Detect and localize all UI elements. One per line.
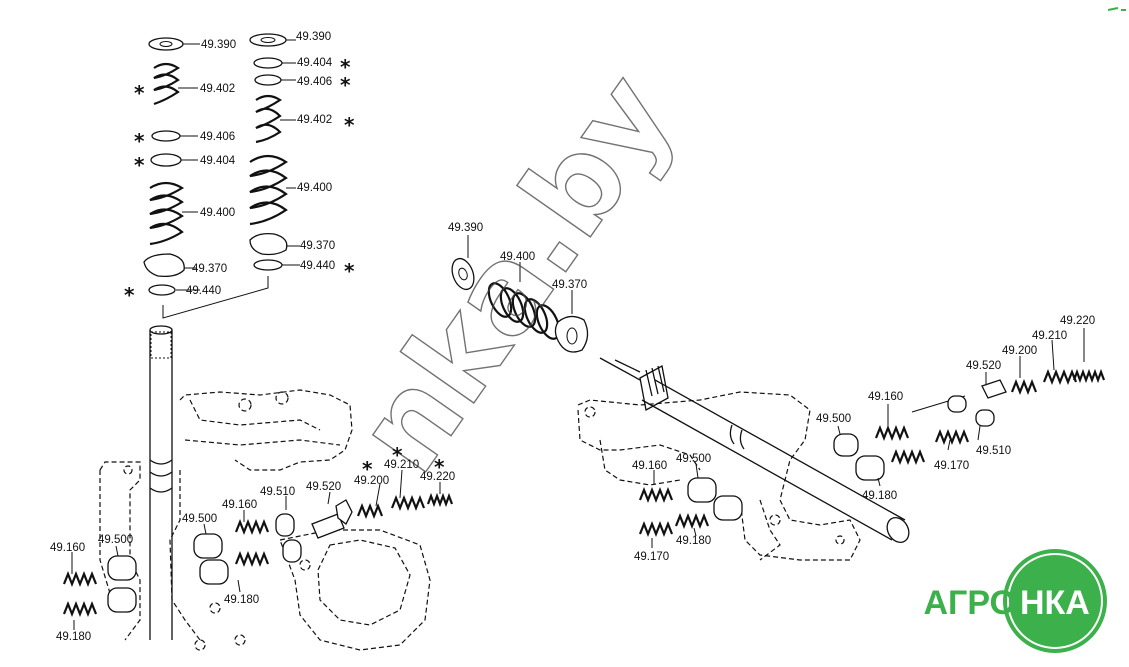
label-49-160-left-a: 49.160 [222, 499, 257, 511]
right-housing-outline [577, 391, 861, 561]
marker-star: * [434, 455, 445, 479]
corner-mark [1107, 7, 1126, 11]
label-49-440-left: 49.440 [186, 285, 221, 297]
label-49-400-left: 49.400 [200, 207, 235, 219]
left-bottom-components [62, 469, 454, 630]
marker-star: * [340, 55, 351, 79]
left-stack-leaders [176, 43, 200, 291]
middle-spring-assembly [451, 235, 589, 353]
marker-star: * [392, 443, 403, 467]
washer-49-390-left [148, 37, 184, 51]
left-vertical-shaft [149, 325, 173, 640]
watermark-text: nka.by [330, 50, 700, 496]
label-49-370-left: 49.370 [192, 263, 227, 275]
left-housing-outline [99, 389, 431, 651]
label-49-520-left: 49.520 [306, 481, 341, 493]
marker-star: * [362, 457, 373, 481]
label-49-180-right-a: 49.180 [862, 490, 897, 502]
label-49-370-mid: 49.370 [552, 279, 587, 291]
label-49-500-left-a: 49.500 [182, 513, 217, 525]
label-49-180-left-b: 49.180 [56, 631, 91, 643]
logo-text-left: АГРО [923, 584, 1016, 622]
marker-star: * [340, 73, 351, 97]
label-49-370-right: 49.370 [300, 240, 335, 252]
label-49-404-left: 49.404 [200, 155, 236, 167]
label-49-210-left: 49.210 [384, 459, 419, 471]
label-49-402-right: 49.402 [297, 114, 332, 126]
marker-star: * [124, 283, 135, 307]
label-49-400-mid: 49.400 [500, 251, 535, 263]
marker-star: * [344, 113, 355, 137]
label-49-500-left-b: 49.500 [98, 534, 133, 546]
label-49-520-right: 49.520 [966, 360, 1001, 372]
right-horizontal-shaft [599, 357, 966, 543]
left-spring-stack [143, 37, 269, 319]
label-49-390-mid: 49.390 [448, 222, 483, 234]
label-49-406-left: 49.406 [200, 131, 235, 143]
label-49-400-right: 49.400 [297, 182, 332, 194]
label-49-500-right-a: 49.500 [816, 413, 851, 425]
label-49-390-right: 49.390 [296, 31, 331, 43]
label-49-160-left-b: 49.160 [50, 542, 85, 554]
label-49-500-right-b: 49.500 [676, 453, 711, 465]
label-49-170-right-b: 49.170 [634, 551, 669, 563]
marker-star: * [134, 153, 145, 177]
agronka-logo: АГРО НКА [923, 549, 1107, 653]
label-49-510-right: 49.510 [976, 445, 1011, 457]
logo-circle [1003, 549, 1107, 653]
label-49-440-right: 49.440 [300, 260, 335, 272]
label-49-402-left: 49.402 [200, 83, 235, 95]
label-49-404-right: 49.404 [297, 57, 333, 69]
label-49-220-left: 49.220 [420, 471, 455, 483]
right-bottom-components [638, 328, 1106, 548]
label-49-200-left: 49.200 [354, 475, 389, 487]
label-49-160-right-a: 49.160 [868, 391, 903, 403]
logo-text-right: НКА [1020, 584, 1090, 622]
marker-star: * [134, 81, 145, 105]
label-49-170-right-a: 49.170 [934, 460, 969, 472]
label-49-510-left: 49.510 [260, 486, 295, 498]
right-spring-stack [249, 33, 300, 271]
label-49-180-right-b: 49.180 [676, 535, 711, 547]
label-49-220-right: 49.220 [1060, 315, 1095, 327]
label-49-180-left-a: 49.180 [224, 594, 259, 606]
label-49-160-right-b: 49.160 [632, 460, 667, 472]
label-49-200-right: 49.200 [1002, 345, 1037, 357]
label-49-406-right: 49.406 [297, 76, 332, 88]
label-49-390-left: 49.390 [201, 39, 236, 51]
label-49-210-right: 49.210 [1032, 330, 1067, 342]
marker-star: * [344, 259, 355, 283]
marker-star: * [134, 129, 145, 153]
